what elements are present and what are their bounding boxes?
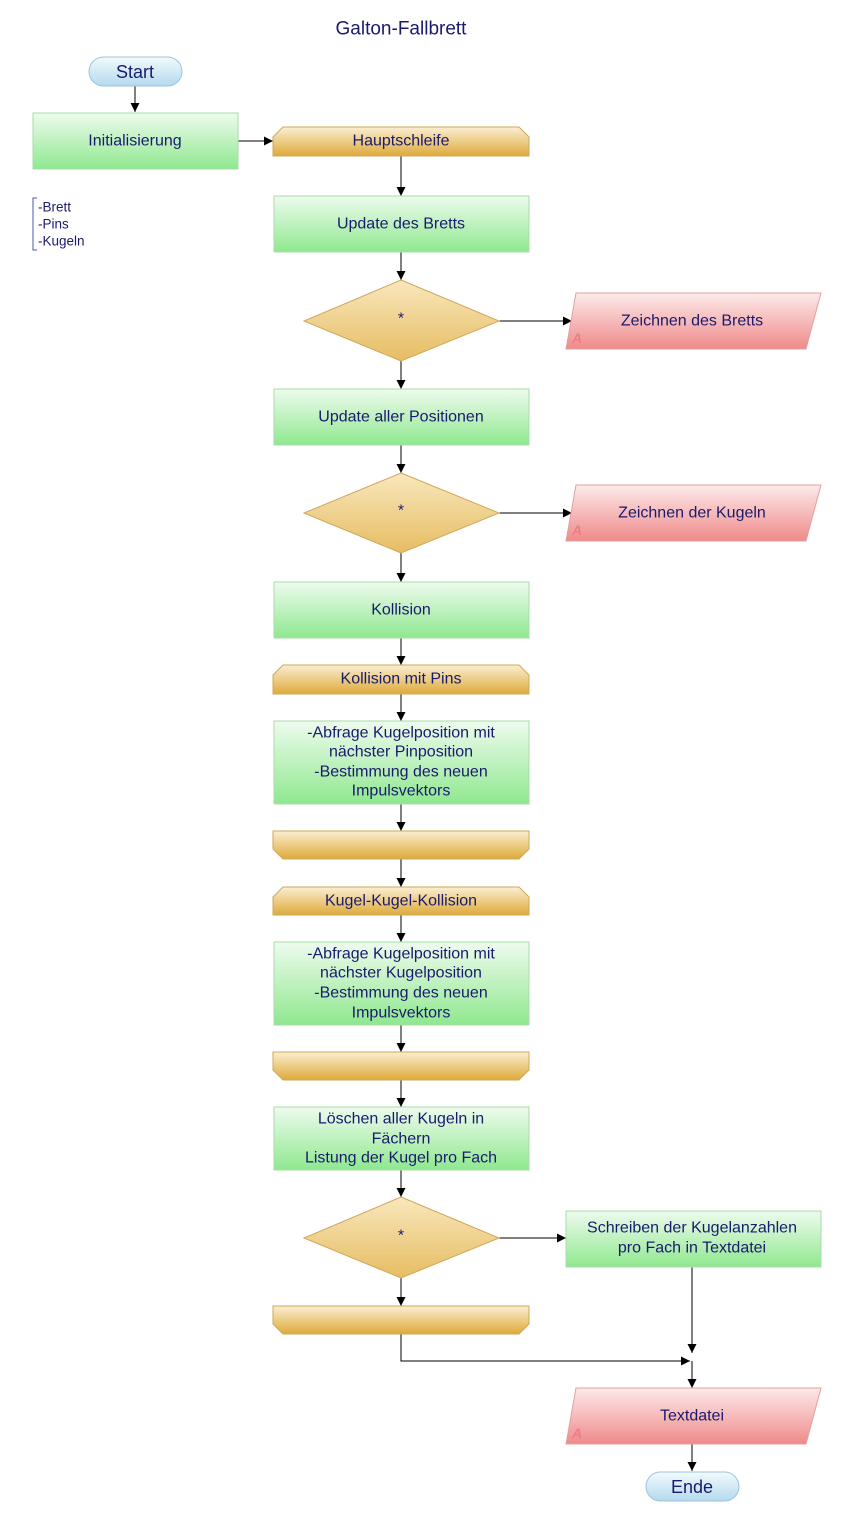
loop-end-balls — [272, 1051, 530, 1081]
edge-loopend-join — [400, 1334, 690, 1366]
init-note: -Brett -Pins -Kugeln — [32, 197, 85, 251]
delete-process-line-2: Fächern — [372, 1131, 431, 1148]
balls-process-line-3: -Bestimmung des neuen — [314, 985, 487, 1002]
textfile-output: Textdatei A — [565, 1387, 822, 1445]
delete-process: Löschen aller Kugeln in Fächern Listung … — [273, 1106, 530, 1171]
io-marker-2: A — [571, 522, 582, 538]
pins-process: -Abfrage Kugelposition mit nächster Pinp… — [273, 720, 530, 805]
decision-2: * — [302, 472, 501, 554]
edges — [130, 86, 697, 1471]
pins-process-line-2: nächster Pinposition — [329, 744, 473, 761]
update-positions-process: Update aller Positionen — [273, 388, 530, 446]
update-positions-label: Update aller Positionen — [318, 409, 483, 426]
write-file-line-1: Schreiben der Kugelanzahlen — [587, 1220, 797, 1237]
draw-board-label: Zeichnen des Bretts — [621, 313, 763, 330]
start-label: Start — [116, 62, 154, 82]
draw-board-output: Zeichnen des Bretts A — [565, 292, 822, 350]
pins-process-line-4: Impulsvektors — [352, 783, 451, 800]
delete-process-line-1: Löschen aller Kugeln in — [318, 1111, 484, 1128]
note-line-3: -Kugeln — [38, 234, 85, 249]
loop-end-main — [272, 1305, 530, 1335]
end-terminal: Ende — [645, 1471, 740, 1502]
decision-2-label: * — [398, 503, 404, 520]
note-line-2: -Pins — [38, 217, 69, 232]
balls-process-line-2: nächster Kugelposition — [320, 965, 482, 982]
io-marker-3: A — [571, 1425, 582, 1441]
loop-start-balls: Kugel-Kugel-Kollision — [272, 886, 530, 916]
update-board-label: Update des Bretts — [337, 216, 465, 233]
decision-1-label: * — [398, 311, 404, 328]
loop-balls-label: Kugel-Kugel-Kollision — [325, 893, 477, 910]
write-file-process: Schreiben der Kugelanzahlen pro Fach in … — [565, 1210, 822, 1268]
decision-3-label: * — [398, 1228, 404, 1245]
balls-process-line-4: Impulsvektors — [352, 1005, 451, 1022]
loop-main-label: Hauptschleife — [353, 133, 450, 150]
draw-balls-label: Zeichnen der Kugeln — [618, 505, 766, 522]
pins-process-line-1: -Abfrage Kugelposition mit — [307, 725, 495, 742]
collision-process: Kollision — [273, 581, 530, 639]
pins-process-line-3: -Bestimmung des neuen — [314, 764, 487, 781]
loop-pins-label: Kollision mit Pins — [341, 671, 462, 688]
init-label: Initialisierung — [88, 133, 181, 150]
init-process: Initialisierung — [32, 112, 239, 170]
diagram-title: Galton-Fallbrett — [336, 19, 468, 40]
delete-process-line-3: Listung der Kugel pro Fach — [305, 1150, 497, 1167]
balls-process: -Abfrage Kugelposition mit nächster Kuge… — [273, 941, 530, 1026]
update-board-process: Update des Bretts — [273, 195, 530, 253]
start-terminal: Start — [88, 56, 183, 87]
loop-start-pins: Kollision mit Pins — [272, 664, 530, 695]
textfile-label: Textdatei — [660, 1408, 724, 1425]
end-label: Ende — [671, 1477, 713, 1497]
draw-balls-output: Zeichnen der Kugeln A — [565, 484, 822, 542]
collision-label: Kollision — [371, 602, 431, 619]
loop-end-pins — [272, 830, 530, 860]
loop-start-main: Hauptschleife — [272, 126, 530, 157]
io-marker-1: A — [571, 330, 582, 346]
decision-3: * — [302, 1196, 501, 1279]
write-file-line-2: pro Fach in Textdatei — [618, 1240, 766, 1257]
balls-process-line-1: -Abfrage Kugelposition mit — [307, 946, 495, 963]
note-line-1: -Brett — [38, 200, 71, 215]
decision-1: * — [302, 279, 501, 362]
